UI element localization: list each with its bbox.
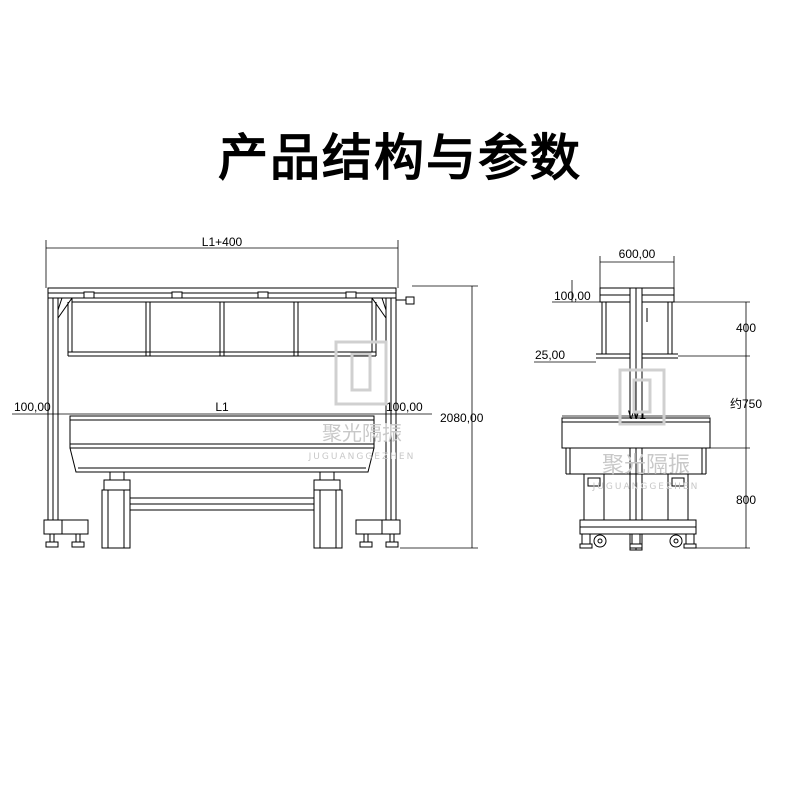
left-clearance-label: 100,00 [14, 400, 51, 414]
page-title: 产品结构与参数 [218, 129, 582, 187]
watermark-front-en: JUGUANGGEZHEN [308, 452, 416, 462]
watermark-side-cn: 聚光隔振 [602, 453, 690, 478]
screw-detail [405, 296, 415, 305]
upper-height-label: 400 [736, 321, 756, 335]
frame-foot-right [355, 519, 401, 548]
isolator-leg-left [101, 471, 131, 549]
table-height-label: 800 [736, 493, 756, 507]
watermark-side-en: JUGUANGGEZHEN [592, 482, 700, 492]
side-view: 600,00 100,00 25,00 400 约750 800 W1 聚光隔振… [534, 247, 762, 551]
lamp-bracket [171, 291, 183, 299]
optical-table [69, 415, 375, 473]
top-width-label: 600,00 [619, 247, 656, 261]
overall-height-label: 2080,00 [440, 411, 484, 425]
right-clearance-label: 100,00 [386, 400, 423, 414]
isolator-leg-right [313, 471, 343, 549]
watermark-front-cn: 聚光隔振 [322, 421, 402, 445]
middle-height-label: 约750 [730, 396, 762, 411]
lamp-bracket [345, 291, 357, 299]
caster-right [669, 533, 697, 549]
lamp-bracket [257, 291, 269, 299]
top-beam-label: 100,00 [554, 289, 591, 303]
table-length-label: L1 [215, 400, 229, 414]
hanging-shelf [67, 297, 377, 357]
frame-foot-left [43, 519, 89, 548]
watermark-front: 聚光隔振 JUGUANGGEZHEN [308, 340, 416, 462]
shelf-offset-label: 25,00 [535, 348, 565, 362]
front-view: L1+400 L1 100,00 100,00 2080,00 聚光隔振 JUG… [12, 235, 484, 549]
table-width-label: W1 [628, 408, 646, 422]
watermark-side: 聚光隔振 JUGUANGGEZHEN [592, 368, 700, 492]
lamp-bracket [83, 291, 95, 299]
overall-width-label: L1+400 [202, 235, 243, 249]
caster-left [579, 533, 607, 549]
